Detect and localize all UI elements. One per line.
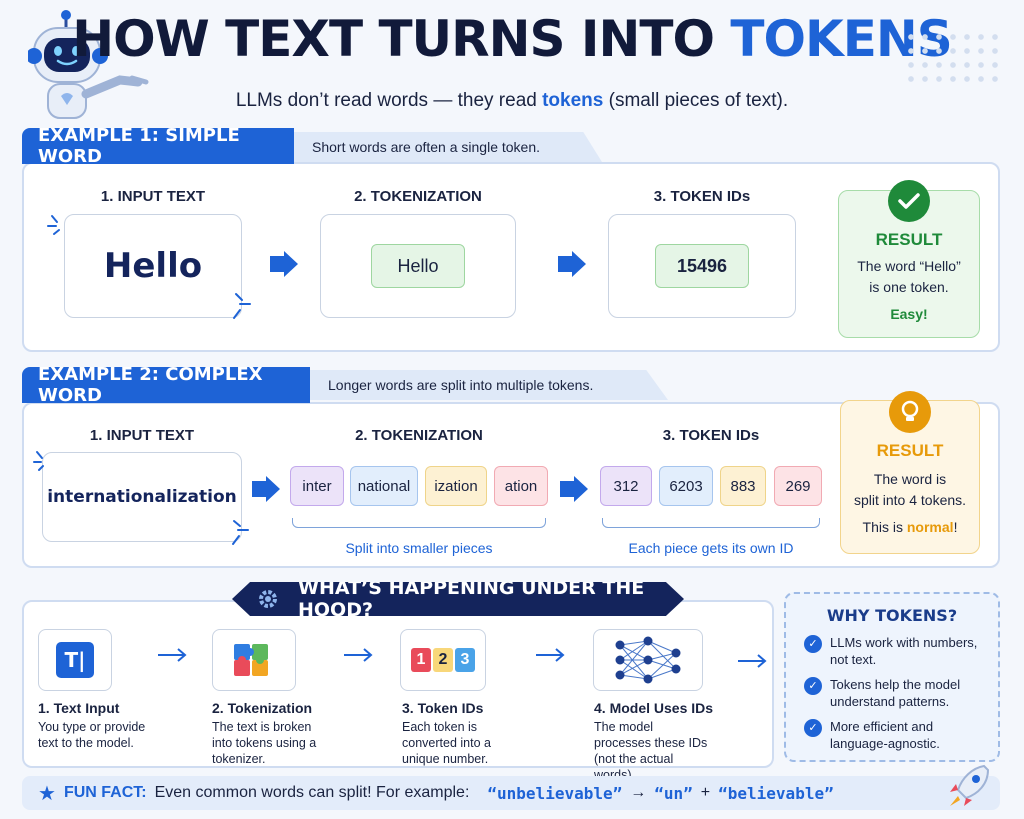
- example2-result-line1: The word is: [873, 471, 947, 487]
- token-id-chip: 15496: [655, 244, 749, 288]
- fun-fact-arrow: →: [630, 784, 647, 801]
- arrow-right-icon: [158, 646, 188, 667]
- decorative-dots: [904, 30, 1002, 90]
- fun-fact-plus: +: [700, 784, 711, 801]
- star-icon: ★: [38, 782, 56, 805]
- check-icon: ✓: [804, 677, 822, 695]
- example2-note: Longer words are split into multiple tok…: [306, 370, 668, 400]
- fun-fact-word: “unbelievable”: [487, 783, 623, 803]
- arrow-right-icon: [344, 646, 374, 667]
- example2-result-card: RESULT The word is split into 4 tokens. …: [840, 391, 980, 554]
- arrow-right-icon: [560, 476, 588, 502]
- example2-result-title: RESULT: [876, 441, 944, 460]
- why-item: ✓ More efficient and language-agnostic.: [804, 718, 964, 752]
- puzzle-icon: [234, 644, 268, 676]
- example1-step1-heading: 1. INPUT TEXT: [100, 188, 206, 205]
- example1-input-text: Hello: [103, 246, 203, 286]
- arrow-right-icon: [738, 652, 768, 673]
- check-icon: ✓: [804, 719, 822, 737]
- example1-token-box: Hello: [320, 214, 516, 318]
- page-title: HOW TEXT TURNS INTO TOKENS: [72, 10, 953, 68]
- number-blocks-icon-box: 1 2 3: [400, 629, 486, 691]
- token-chip: Hello: [371, 244, 465, 288]
- text-input-icon-box: T|: [38, 629, 112, 691]
- arrow-right-icon: [558, 251, 586, 277]
- token-id-chip: 312: [600, 466, 652, 506]
- sparkle-icon: [30, 448, 56, 481]
- arrow-right-icon: [252, 476, 280, 502]
- hood-step2-text: The text is broken into tokens using a t…: [212, 720, 317, 766]
- example2-step1-heading: 1. INPUT TEXT: [89, 427, 195, 444]
- check-circle-icon: [888, 180, 930, 222]
- neural-network-icon-box: [593, 629, 703, 691]
- fun-fact-part2: “believable”: [718, 783, 834, 803]
- example2-result-line2: split into 4 tokens.: [853, 492, 967, 508]
- example1-result-line1: The word “Hello”: [857, 258, 961, 274]
- hood-step2-title: 2. Tokenization: [212, 700, 313, 716]
- fun-fact-bar: ★ FUN FACT: Even common words can split!…: [22, 776, 1000, 810]
- why-tokens-card: WHY TOKENS? ✓ LLMs work with numbers, no…: [784, 592, 1000, 762]
- number-blocks-icon: 1 2 3: [411, 648, 475, 672]
- arrow-right-icon: [536, 646, 566, 667]
- token-chip: ization: [425, 466, 487, 506]
- puzzle-icon-box: [212, 629, 296, 691]
- token-chip: national: [350, 466, 418, 506]
- page-subtitle: LLMs don’t read words — they read tokens…: [235, 90, 789, 111]
- check-icon: ✓: [804, 635, 822, 653]
- token-chip: ation: [494, 466, 548, 506]
- fun-fact-part1: “un”: [654, 783, 693, 803]
- hood-step1-title: 1. Text Input: [38, 700, 120, 716]
- hood-step3-text: Each token is converted into a unique nu…: [402, 720, 491, 766]
- hood-step3-title: 3. Token IDs: [402, 700, 484, 716]
- tokens-brace: [292, 518, 546, 528]
- why-item: ✓ LLMs work with numbers, not text.: [804, 634, 994, 668]
- tokens-caption: Split into smaller pieces: [345, 540, 493, 556]
- token-id-chip: 883: [720, 466, 766, 506]
- example1-result-line2: is one token.: [869, 279, 949, 295]
- hood-step4-text: The model processes these IDs (not the a…: [594, 720, 708, 782]
- example1-step2-heading: 2. TOKENIZATION: [354, 188, 482, 205]
- example2-input-text: internationalization: [47, 487, 237, 507]
- example1-result-line3: Easy!: [890, 306, 928, 322]
- example1-result-card: RESULT The word “Hello” is one token. Ea…: [838, 180, 980, 338]
- token-id-chip: 269: [774, 466, 822, 506]
- hood-step4-title: 4. Model Uses IDs: [594, 700, 714, 716]
- token-id-chip: 6203: [659, 466, 713, 506]
- ids-brace: [602, 518, 820, 528]
- example1-id-box: 15496: [608, 214, 796, 318]
- example1-tag: EXAMPLE 1: SIMPLE WORD: [22, 125, 294, 167]
- sparkle-icon: [44, 210, 72, 245]
- example2-result-line3: This is normal!: [862, 519, 958, 535]
- sparkle-icon: [226, 518, 252, 553]
- example2-step2-heading: 2. TOKENIZATION: [355, 427, 483, 444]
- example2-tag: EXAMPLE 2: COMPLEX WORD: [22, 364, 310, 406]
- example1-input-box: Hello: [64, 214, 242, 318]
- hood-step1-text: You type or provide text to the model.: [38, 720, 146, 750]
- lightbulb-icon: [889, 391, 931, 433]
- robot-mascot-icon: [26, 6, 152, 124]
- why-item: ✓ Tokens help the model understand patte…: [804, 676, 988, 710]
- ids-caption: Each piece gets its own ID: [628, 540, 794, 556]
- fun-fact-label: FUN FACT:: [63, 784, 147, 801]
- hood-title: WHAT’S HAPPENING UNDER THE HOOD?: [232, 582, 684, 616]
- token-chip: inter: [290, 466, 344, 506]
- why-tokens-title: WHY TOKENS?: [826, 606, 958, 625]
- example2-input-box: internationalization: [42, 452, 242, 542]
- arrow-right-icon: [270, 251, 298, 277]
- neural-network-icon: [615, 636, 681, 684]
- example1-result-title: RESULT: [875, 230, 943, 249]
- gear-icon: [254, 586, 282, 617]
- example1-step3-heading: 3. TOKEN IDs: [653, 188, 751, 205]
- example1-note: Short words are often a single token.: [290, 132, 602, 162]
- sparkle-icon: [222, 290, 256, 327]
- text-input-icon: T|: [56, 642, 94, 678]
- fun-fact-text: Even common words can split! For example…: [154, 784, 470, 801]
- rocket-icon: [944, 762, 992, 817]
- example2-step3-heading: 3. TOKEN IDs: [662, 427, 760, 444]
